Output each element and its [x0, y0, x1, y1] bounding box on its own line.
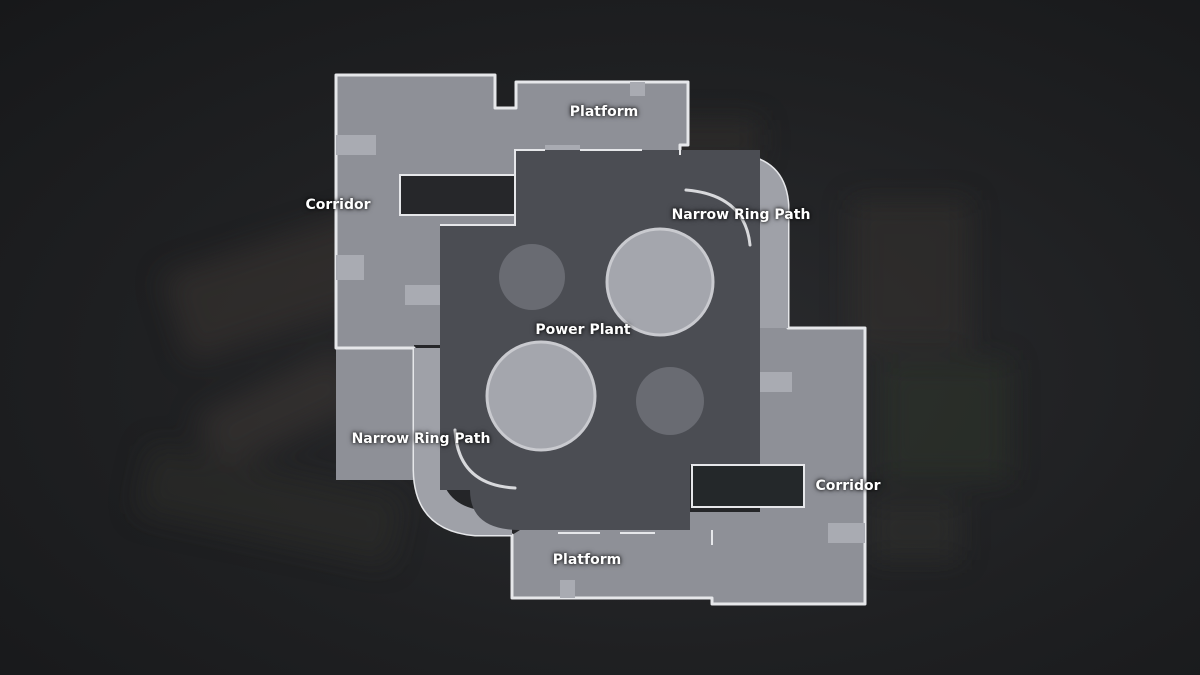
ring-arc-top — [684, 188, 752, 247]
outer-area-bottom-right — [512, 328, 865, 604]
ring-path-top-region — [680, 155, 788, 328]
power-plant-outline — [440, 149, 681, 226]
corridor-right-region — [512, 328, 865, 604]
power-plant-outline-bottom — [558, 530, 713, 545]
cutout-top-left — [399, 174, 516, 216]
small-circle-top-left — [499, 244, 565, 310]
ring-arc-bottom — [453, 428, 517, 490]
large-circle-top-right — [605, 227, 715, 337]
large-circle-bottom-left — [485, 340, 597, 452]
ring-path-bottom-region — [414, 348, 512, 535]
cutout-bottom-right — [691, 464, 805, 508]
small-circle-bottom-right — [636, 367, 704, 435]
